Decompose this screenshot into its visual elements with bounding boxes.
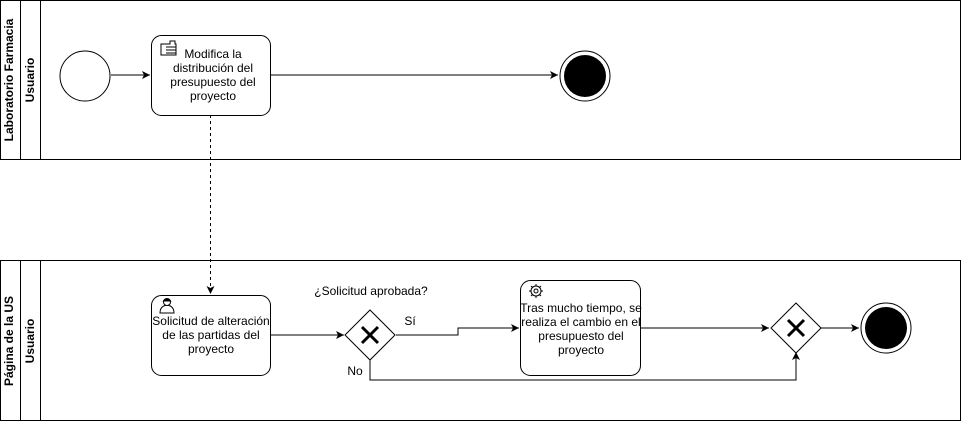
- lane-title: Usuario: [23, 58, 37, 103]
- task-modify-box: [151, 35, 271, 116]
- gateway-yes-label: Sí: [404, 314, 416, 328]
- pool-title: Página de la US: [2, 296, 16, 386]
- service-task-icon: [529, 284, 543, 298]
- manual-task-icon: [160, 40, 177, 56]
- flow-gateway-no: [369, 352, 800, 381]
- sequence-flows: [111, 71, 859, 381]
- gateway-no-label: No: [347, 364, 363, 378]
- task-modify-label: Modifica la distribución del presupuesto…: [170, 47, 256, 103]
- task-service-box: [520, 280, 641, 376]
- exclusive-gateway-join: [770, 302, 822, 354]
- task-request-box: [151, 295, 271, 376]
- task-service-label: Tras mucho tiempo, se realiza el cambio …: [520, 301, 642, 357]
- flow-gateway-yes: [396, 324, 519, 336]
- start-event: [59, 50, 111, 102]
- pool-title: Laboratorio Farmacia: [2, 18, 16, 141]
- task-request-label: Solicitud de alteración de las partidas …: [152, 314, 270, 356]
- pool-pagina-us: Página de la US Usuario: [0, 260, 961, 421]
- gateway-question: ¿Solicitud aprobada?: [314, 284, 428, 298]
- user-task-icon: [159, 298, 175, 314]
- exclusive-gateway-split: [344, 309, 396, 361]
- pool-laboratorio-farmacia: Laboratorio Farmacia Usuario: [0, 0, 961, 160]
- end-event-bottom: [860, 302, 912, 354]
- lane-title: Usuario: [23, 319, 37, 364]
- end-event-top: [559, 50, 611, 102]
